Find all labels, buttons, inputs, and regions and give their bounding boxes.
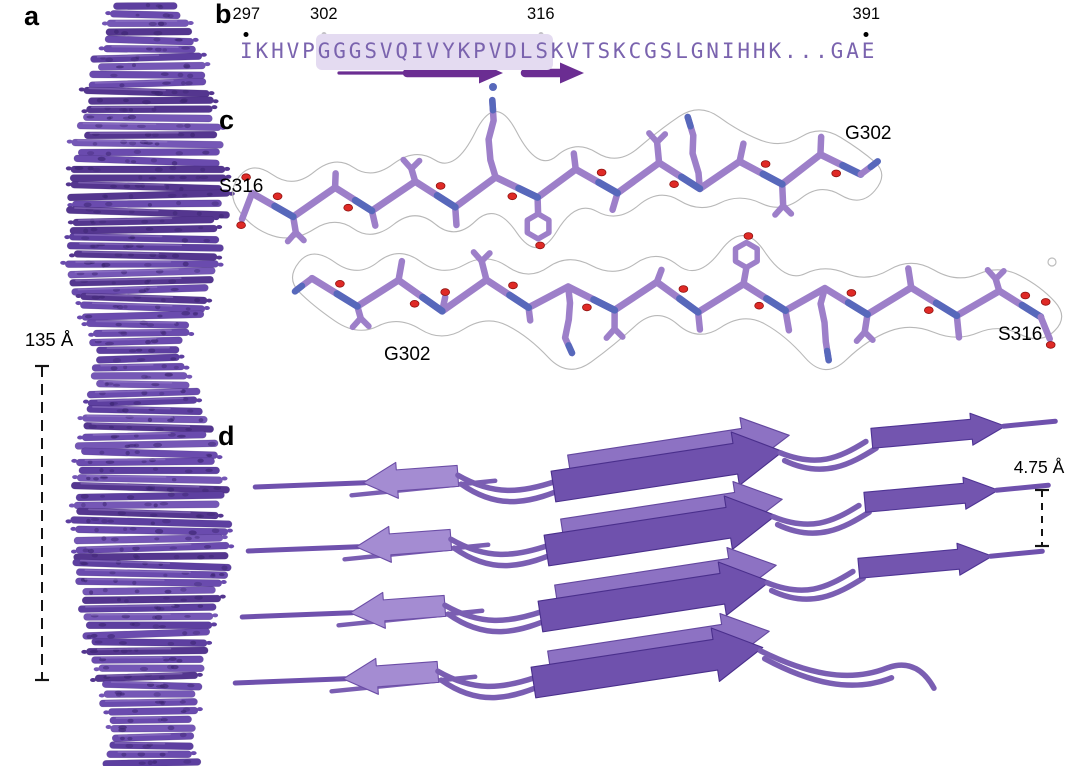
measurement-lines [35, 364, 1049, 682]
tau-sequence: IKHVPGGGSVQIVYKPVDLSKVTSKCGSLGNIHHK...GA… [240, 34, 878, 70]
residue-label-s316-upper-chain-left: S316 [219, 176, 264, 197]
residue-label-s316-lower-chain-right: S316 [998, 324, 1043, 345]
fibril-density-map [60, 2, 235, 766]
panel-c-label: c [219, 105, 235, 135]
beta-sheet-ribbon-model [232, 412, 1058, 701]
residue-number-391: 391 [852, 5, 881, 23]
residue-number-316: 316 [527, 5, 555, 23]
panel-b-label: b [215, 0, 232, 29]
sequence-pre: IKHVP [240, 39, 318, 63]
sequence-post: KVTSKCGSLGNIHHK...GAE [550, 39, 878, 63]
fibril-crossover-measurement: 135 Å [24, 329, 74, 350]
residue-marker-dot-391 [863, 32, 869, 37]
strand-spacing-measurement: 4.75 Å [1013, 457, 1065, 477]
residue-label-g302-lower-chain-left: G302 [384, 344, 431, 365]
residue-number-302: 302 [310, 5, 338, 23]
residue-marker-dot-297 [243, 32, 249, 37]
panel-d-label: d [218, 421, 235, 451]
sequence-ordered-core-highlight: GGGSVQIVYKPVDLS [315, 34, 553, 70]
residue-number-297: 297 [232, 5, 261, 23]
residue-number-markers: 297 302 316 391 [233, 5, 900, 39]
residue-label-g302-upper-chain-right: G302 [845, 123, 892, 144]
stick-model-peptides [232, 83, 1063, 371]
panel-a-label: a [24, 1, 40, 31]
